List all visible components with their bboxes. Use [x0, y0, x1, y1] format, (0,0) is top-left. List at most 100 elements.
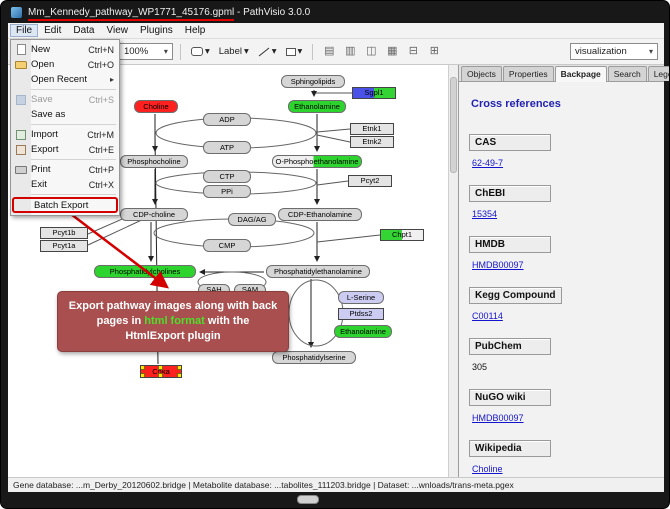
menu-file[interactable]: File [10, 24, 39, 37]
file-menu-open[interactable]: Open Ctrl+O [11, 57, 119, 72]
tab-search[interactable]: Search [607, 66, 647, 81]
menu-separator [31, 124, 116, 125]
sidebar: Objects Properties Backpage Search Legen… [458, 65, 669, 477]
pathway-node[interactable]: CMP [203, 239, 251, 252]
selection-handle[interactable] [158, 373, 163, 377]
frame-bottom-button[interactable] [297, 495, 319, 504]
chevron-down-icon: ▾ [163, 47, 168, 56]
pathway-node[interactable]: L-Serine [338, 291, 384, 304]
menu-data[interactable]: Data [73, 25, 95, 36]
xref-link-hmdb[interactable]: HMDB00097 [472, 260, 524, 270]
align-vertical-button[interactable]: ▥ [341, 43, 359, 61]
xref-link-cas[interactable]: 62-49-7 [472, 158, 504, 168]
pathway-node[interactable]: Ethanolamine [334, 325, 392, 338]
file-menu-new[interactable]: New Ctrl+N [11, 42, 119, 57]
datanode-tool-icon [190, 47, 203, 56]
align-horizontal-icon: ▤ [324, 45, 335, 57]
main-area: Sphingolipids Sgpl1 Choline Ethanolamine… [8, 65, 669, 477]
pathway-node[interactable]: Ptdss2 [338, 308, 384, 320]
file-menu-open-recent[interactable]: Open Recent ▸ [31, 74, 114, 85]
pathway-node[interactable]: O-Phosphoethanolamine [272, 155, 362, 168]
annotation-callout: Export pathway images along with back pa… [57, 291, 289, 352]
selection-handle[interactable] [177, 373, 181, 377]
pathway-node[interactable]: Phosphatidylserine [272, 351, 356, 364]
app-frame: File Edit Data View Plugins Help Zoom: 1… [8, 23, 669, 492]
file-menu: New Ctrl+N Open Ctrl+O Open Recent ▸ Sav… [10, 39, 120, 216]
line-tool-icon [258, 47, 270, 56]
pathway-node[interactable]: CDP-choline [120, 208, 188, 221]
pathway-node[interactable]: Pcyt1a [40, 240, 88, 252]
menu-edit[interactable]: Edit [44, 25, 62, 36]
pathway-node[interactable]: ATP [203, 141, 251, 154]
line-tool-button[interactable]: ▾ [255, 43, 280, 61]
pathway-node[interactable]: ADP [203, 113, 251, 126]
selection-handle[interactable] [177, 366, 181, 370]
file-menu-import[interactable]: Import Ctrl+M [11, 127, 119, 142]
file-menu-batch-export[interactable]: Batch Export [12, 197, 118, 213]
file-menu-save-as[interactable]: Save as [31, 109, 66, 120]
selection-handle[interactable] [141, 373, 145, 377]
menu-plugins[interactable]: Plugins [139, 25, 173, 36]
pathway-node[interactable]: CTP [203, 170, 251, 183]
file-menu-export[interactable]: Export Ctrl+E [11, 142, 119, 157]
pathway-node[interactable]: Sgpl1 [352, 87, 396, 99]
shape-tool-button[interactable]: ▾ [283, 43, 306, 61]
menu-view[interactable]: View [106, 25, 128, 36]
file-menu-exit[interactable]: Exit Ctrl+X [31, 179, 114, 190]
pathway-node[interactable]: Choline [134, 100, 178, 113]
tab-backpage[interactable]: Backpage [554, 66, 607, 82]
xref-link-chebi[interactable]: 15354 [472, 209, 498, 219]
pathway-node[interactable]: Sphingolipids [281, 75, 345, 88]
cross-references-heading: Cross references [471, 98, 561, 110]
xref-section: Kegg Compound C00114 [469, 285, 654, 321]
sidebar-tabs: Objects Properties Backpage Search Legen… [459, 65, 669, 82]
selection-handle[interactable] [158, 366, 163, 370]
align-horizontal-button[interactable]: ▤ [320, 43, 338, 61]
stack-vertical-button[interactable]: ⊞ [425, 43, 443, 61]
menu-help[interactable]: Help [184, 25, 206, 36]
pathway-node[interactable]: Phosphatidylcholines [94, 265, 196, 278]
xref-link-kegg[interactable]: C00114 [472, 311, 503, 321]
xref-link-wikipedia[interactable]: Choline [472, 464, 503, 474]
pathway-node[interactable]: Ethanolamine [288, 100, 346, 113]
scrollbar-thumb[interactable] [450, 77, 457, 173]
pathway-node[interactable]: Pcyt2 [348, 175, 392, 187]
pathway-node[interactable]: Pcyt1b [40, 227, 88, 239]
tab-objects[interactable]: Objects [461, 66, 502, 81]
canvas-vertical-scrollbar[interactable] [448, 65, 458, 477]
stack-horizontal-button[interactable]: ⊟ [404, 43, 422, 61]
file-menu-save[interactable]: Save Ctrl+S [11, 92, 119, 107]
app-icon [11, 6, 22, 18]
distribute-vertical-button[interactable]: ▦ [383, 43, 401, 61]
selection-handle[interactable] [141, 366, 145, 370]
pathway-node[interactable]: PPi [203, 185, 251, 198]
pathway-node[interactable]: CDP-Ethanolamine [278, 208, 362, 221]
xref-link-nugo[interactable]: HMDB00097 [472, 413, 524, 423]
distribute-vertical-icon: ▦ [387, 45, 398, 57]
file-menu-print[interactable]: Print Ctrl+P [11, 162, 119, 177]
pathway-node[interactable]: Etnk1 [350, 123, 394, 135]
pathway-node[interactable]: Chpt1 [380, 229, 424, 241]
save-icon [11, 94, 31, 105]
label-tool-button[interactable]: Label▾ [216, 43, 252, 61]
xref-source-wikipedia: Wikipedia [469, 440, 551, 457]
zoom-dropdown[interactable]: 100% ▾ [118, 43, 173, 60]
status-text: Gene database: ...m_Derby_20120602.bridg… [13, 480, 514, 490]
pathway-node-selected[interactable]: Chka [140, 365, 182, 378]
pathway-node[interactable]: Phosphatidylethanolamine [266, 265, 370, 278]
visualization-dropdown[interactable]: visualization ▾ [570, 43, 658, 60]
tab-legend[interactable]: Legend [647, 66, 669, 81]
stack-vertical-icon: ⊞ [429, 45, 439, 57]
tab-properties[interactable]: Properties [502, 66, 554, 81]
callout-text-after: with the HtmlExport plugin [125, 314, 250, 342]
distribute-horizontal-icon: ◫ [366, 45, 377, 57]
datanode-tool-button[interactable]: ▾ [188, 43, 213, 61]
pathway-node[interactable]: Etnk2 [350, 136, 394, 148]
window-title-filename: Mm_Kennedy_pathway_WP1771_45176.gpml [28, 6, 235, 21]
xref-source-hmdb: HMDB [469, 236, 551, 253]
pathway-node[interactable]: Phosphocholine [120, 155, 188, 168]
pathway-node[interactable]: DAG/AG [228, 213, 276, 226]
callout-text-highlight: html format [144, 314, 205, 327]
distribute-horizontal-button[interactable]: ◫ [362, 43, 380, 61]
